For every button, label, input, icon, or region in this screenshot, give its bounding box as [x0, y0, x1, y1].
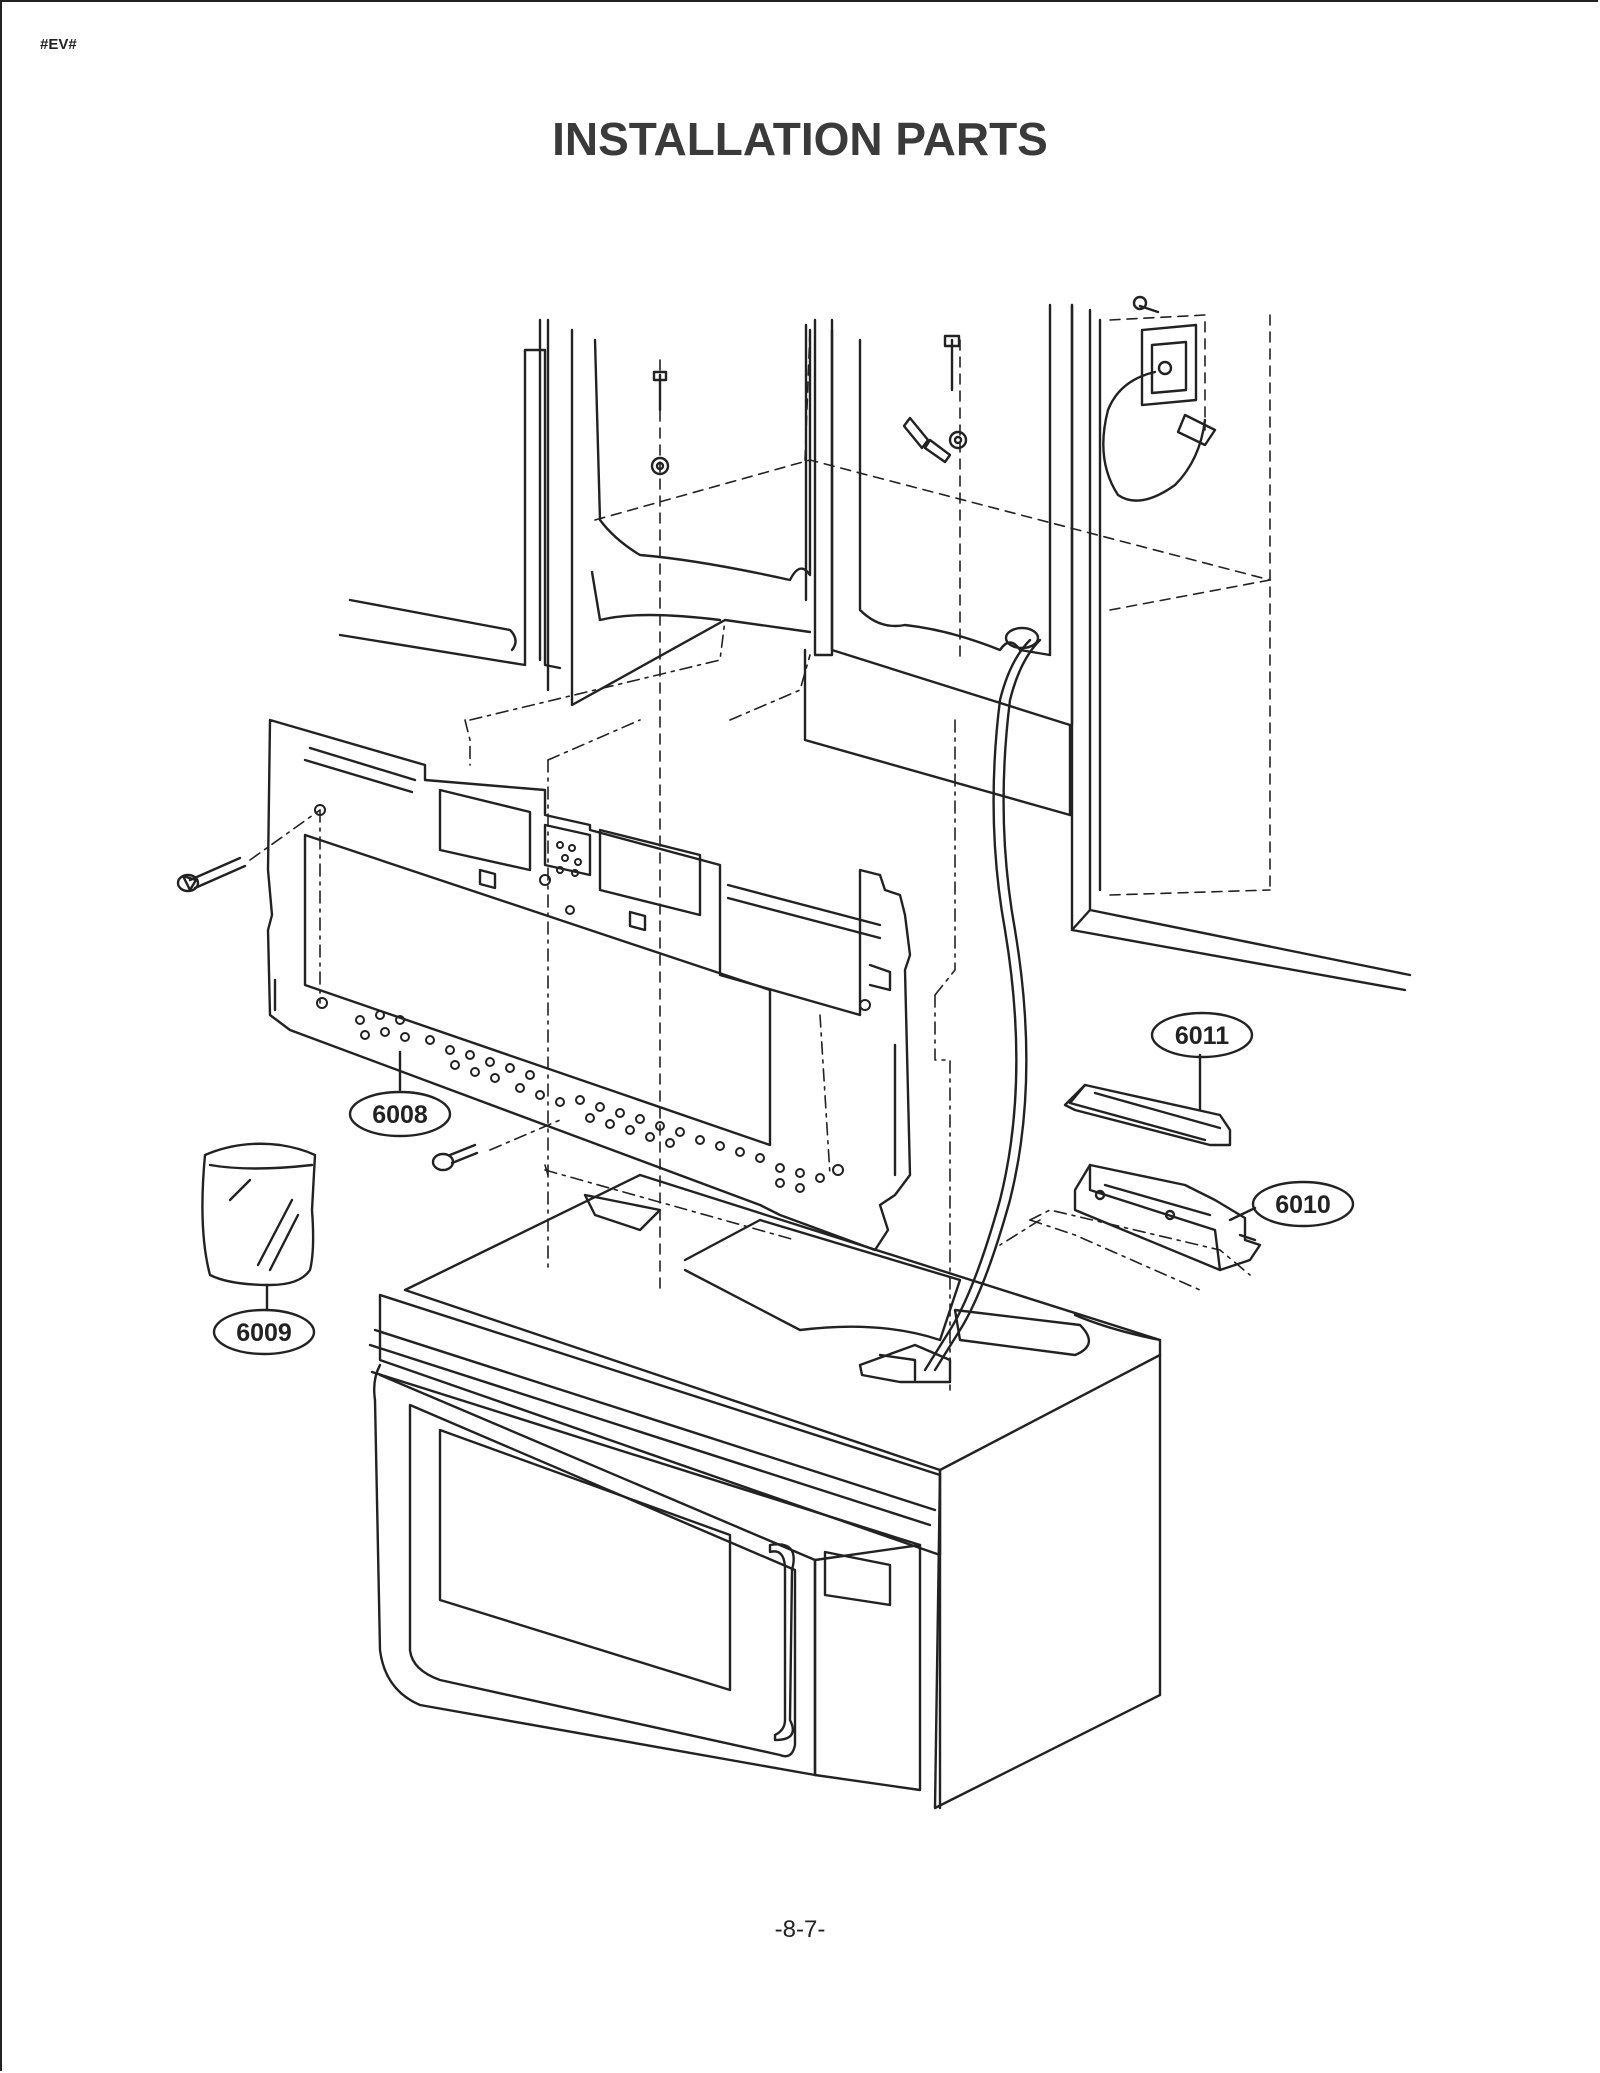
- plate-alignment-lines: [249, 619, 1251, 1391]
- bag-part-6009: [201, 1142, 317, 1287]
- bracket-part-6010: [1073, 1163, 1262, 1272]
- part-label-6011: 6011: [1175, 1022, 1229, 1050]
- part-label-6010: 6010: [1275, 1191, 1331, 1219]
- wall-outlet: [1140, 323, 1198, 407]
- part-label-6009: 6009: [236, 1319, 292, 1347]
- left-cabinet: [338, 318, 834, 707]
- page-number: -8-7-: [774, 1916, 826, 1943]
- mounting-plate: [266, 718, 912, 1252]
- corner-tag: #EV#: [40, 36, 77, 53]
- callout-6009: [212, 1283, 316, 1356]
- power-cord: [923, 370, 1217, 1372]
- center-cabinet: [803, 303, 1074, 817]
- microwave: [368, 1173, 1162, 1810]
- top-screws: [650, 295, 1160, 476]
- page-title: INSTALLATION PARTS: [552, 113, 1048, 165]
- wall-outline: [594, 314, 1271, 1291]
- part-label-6008: 6008: [372, 1101, 428, 1129]
- top-plate-part-6011: [1063, 1083, 1232, 1147]
- callout-6008: [348, 1050, 452, 1138]
- plate-screws: [176, 856, 479, 1172]
- callout-6011: [1150, 1011, 1254, 1112]
- callout-6010: [1228, 1180, 1355, 1228]
- right-cabinet: [1070, 303, 1412, 992]
